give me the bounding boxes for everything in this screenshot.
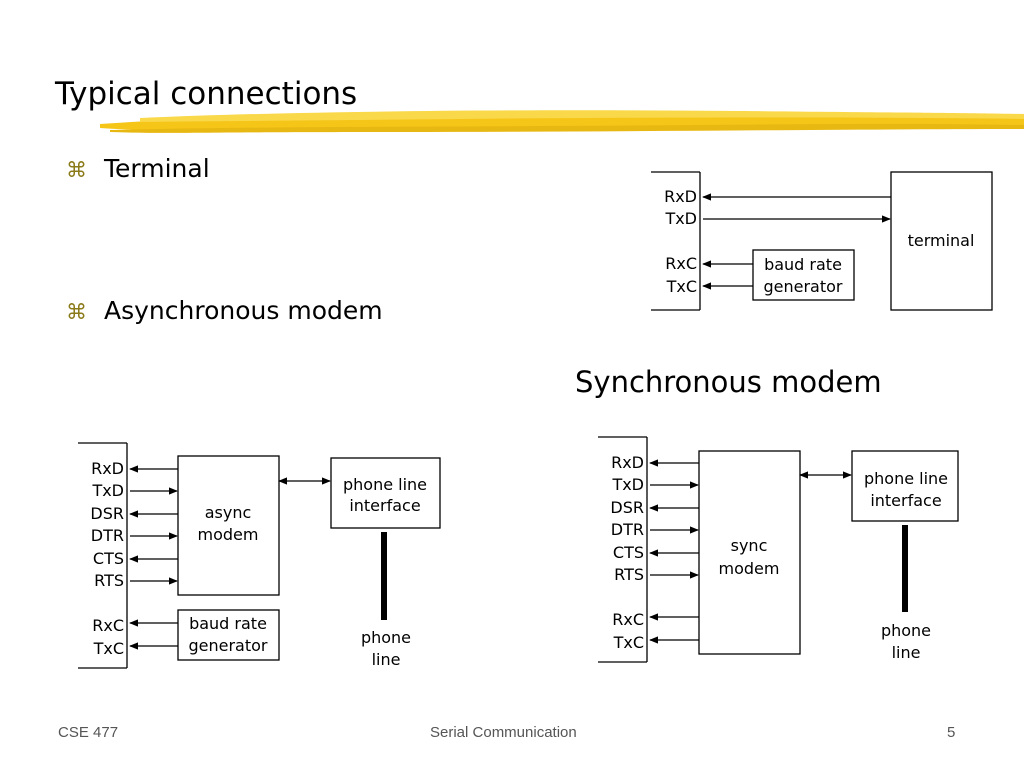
sync-signal-txd: TxD: [611, 475, 644, 494]
bullet-async-modem-label: Asynchronous modem: [104, 296, 383, 325]
async-baud-label-1: baud rate: [189, 614, 267, 633]
async-modem-label-2: modem: [198, 525, 259, 544]
sync-diagram: RxD TxD DSR DTR CTS RTS RxC TxC sync mod…: [598, 436, 959, 663]
async-signal-dsr: DSR: [90, 504, 124, 523]
async-signal-txc: TxC: [93, 639, 124, 658]
bullet-terminal: ⌘ Terminal: [66, 153, 210, 186]
async-signal-cts: CTS: [93, 549, 124, 568]
sync-signal-rts: RTS: [614, 565, 644, 584]
async-modem-label-1: async: [205, 503, 252, 522]
terminal-diagram: RxD TxD RxC TxC terminal baud rate gener…: [651, 171, 993, 311]
sync-phone-interface-label-2: interface: [870, 491, 941, 510]
sync-modem-label-1: sync: [731, 536, 768, 555]
async-diagram: RxD TxD DSR DTR CTS RTS RxC TxC async mo…: [78, 442, 441, 669]
footer-course: CSE 477: [58, 724, 119, 741]
terminal-box: [890, 171, 993, 311]
async-baud-label-2: generator: [188, 636, 267, 655]
sync-phone-interface-box: [851, 450, 959, 522]
async-phone-interface-label-1: phone line: [343, 475, 427, 494]
sync-signal-rxc: RxC: [612, 610, 644, 629]
bullet-icon: ⌘: [66, 158, 87, 182]
footer-page-number: 5: [947, 724, 956, 741]
sync-signal-txc: TxC: [613, 633, 644, 652]
bullet-icon: ⌘: [66, 300, 87, 324]
bullet-terminal-label: Terminal: [104, 154, 210, 183]
async-phone-line-label-2: line: [372, 650, 401, 669]
bullet-async-modem: ⌘ Asynchronous modem: [66, 295, 383, 328]
sync-modem-box: [698, 450, 801, 655]
terminal-box-label: terminal: [908, 231, 975, 250]
sync-signal-dsr: DSR: [610, 498, 644, 517]
sync-modem-label-2: modem: [719, 559, 780, 578]
sync-phone-line-label-2: line: [892, 643, 921, 662]
terminal-baud-box: [752, 249, 855, 301]
async-phone-line-label-1: phone: [361, 628, 411, 647]
async-modem-box: [177, 455, 280, 596]
sync-signal-rxd: RxD: [611, 453, 644, 472]
async-signal-rts: RTS: [94, 571, 124, 590]
sync-modem-heading: Synchronous modem: [575, 365, 882, 399]
footer-topic: Serial Communication: [430, 724, 577, 741]
terminal-signal-txc: TxC: [666, 277, 697, 296]
async-signal-dtr: DTR: [91, 526, 124, 545]
sync-signal-cts: CTS: [613, 543, 644, 562]
async-signal-txd: TxD: [91, 481, 124, 500]
slide-title: Typical connections: [55, 76, 358, 112]
async-baud-box: [177, 609, 280, 661]
sync-signal-dtr: DTR: [611, 520, 644, 539]
terminal-baud-label-1: baud rate: [764, 255, 842, 274]
terminal-signal-rxc: RxC: [665, 254, 697, 273]
async-phone-interface-label-2: interface: [349, 496, 420, 515]
terminal-baud-label-2: generator: [763, 277, 842, 296]
sync-phone-interface-label-1: phone line: [864, 469, 948, 488]
async-phone-interface-box: [330, 457, 441, 529]
terminal-signal-rxd: RxD: [664, 187, 697, 206]
async-signal-rxc: RxC: [92, 616, 124, 635]
sync-phone-line-label-1: phone: [881, 621, 931, 640]
async-signal-rxd: RxD: [91, 459, 124, 478]
title-highlight-stroke: [100, 110, 1024, 133]
terminal-signal-txd: TxD: [664, 209, 697, 228]
